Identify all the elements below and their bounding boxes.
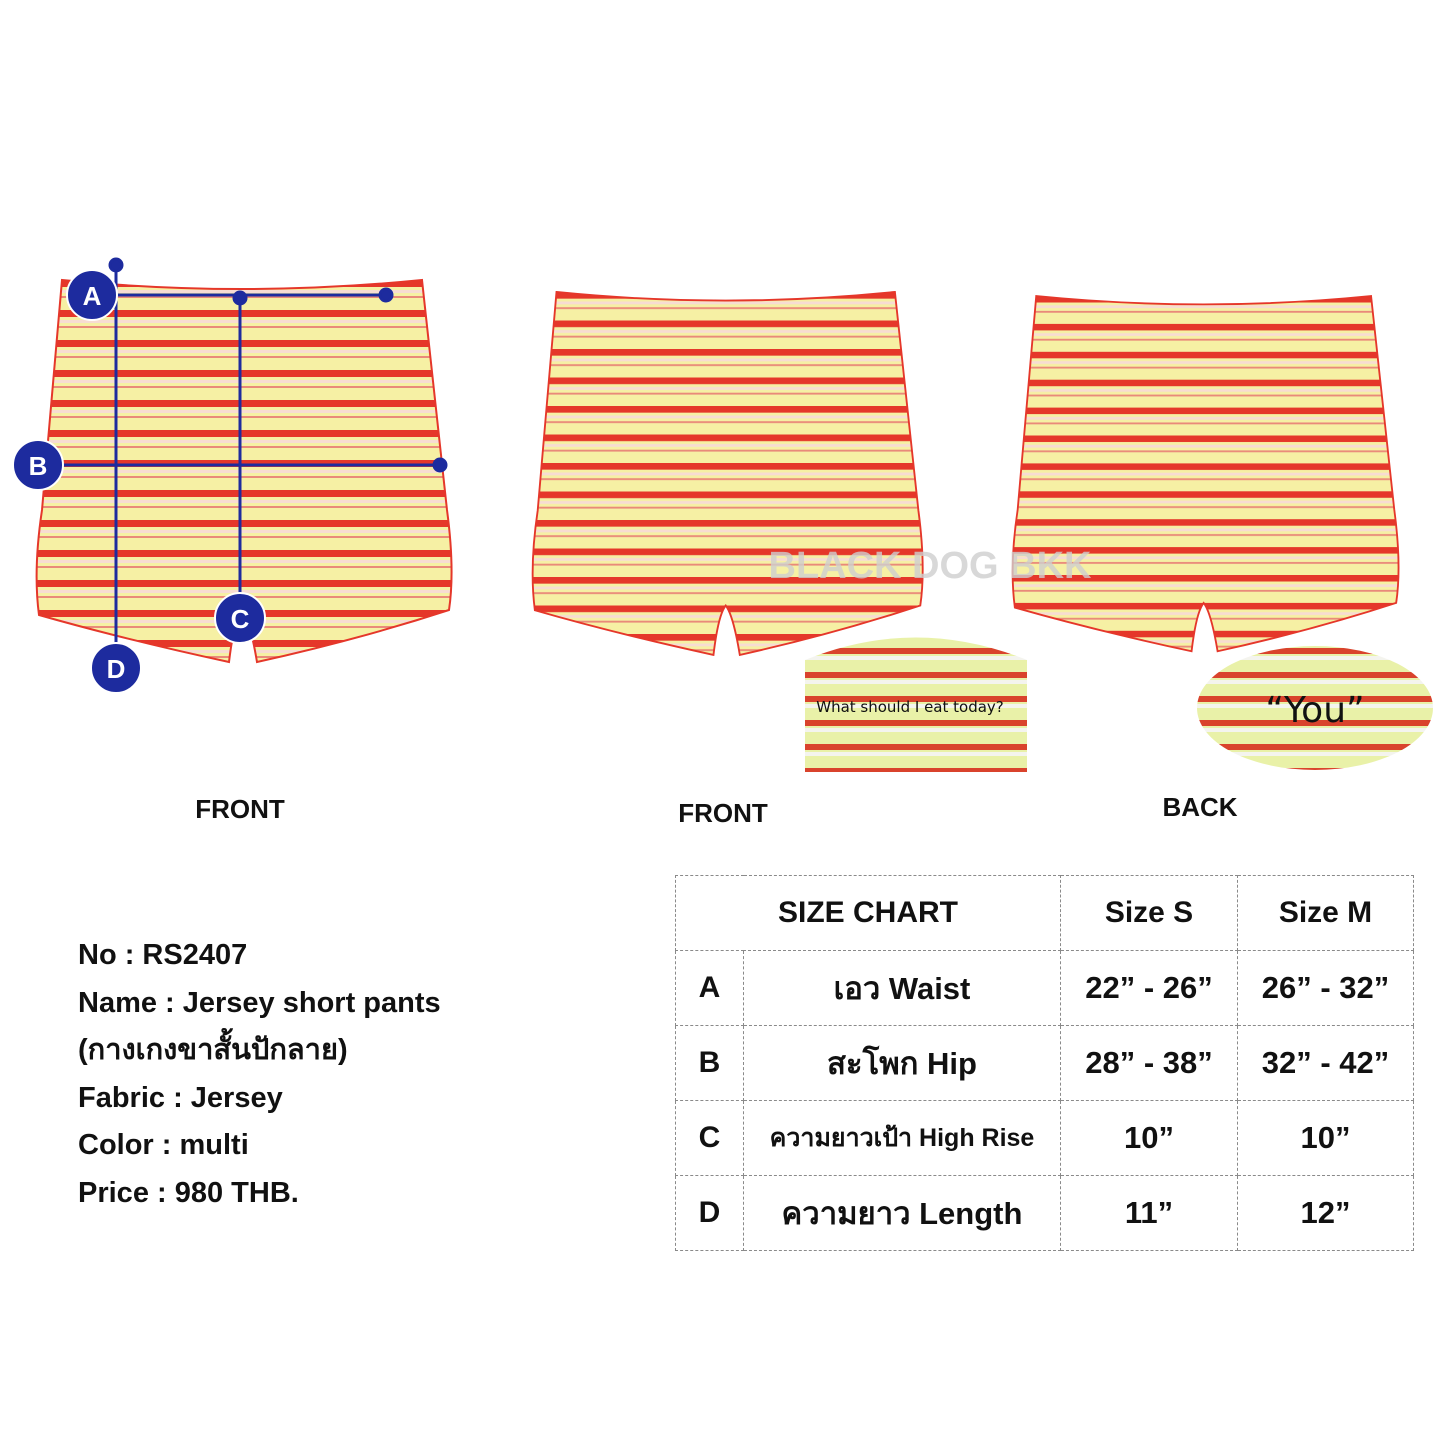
embroidery-text-back: “You”	[1265, 690, 1364, 731]
size-chart-title: SIZE CHART	[675, 875, 1061, 951]
size-s-value: 11”	[1060, 1175, 1238, 1251]
svg-text:D: D	[107, 654, 126, 684]
detail-back-embroidery: “You”	[1197, 646, 1433, 770]
size-m-value: 32” - 42”	[1237, 1025, 1414, 1101]
table-row: D ความยาว Length 11” 12”	[675, 1175, 1414, 1251]
marker-d: D	[90, 642, 142, 694]
product-color: Color : multi	[78, 1129, 249, 1161]
product-no: No : RS2407	[78, 939, 248, 971]
column-size-m: Size M	[1237, 875, 1414, 951]
label-back: BACK	[1162, 792, 1238, 822]
row-key: B	[675, 1025, 744, 1101]
watermark: BLACK DOG BKK	[769, 545, 1093, 587]
label-front-measured: FRONT	[195, 794, 285, 824]
label-front: FRONT	[678, 798, 768, 828]
row-key: D	[675, 1175, 744, 1251]
marker-c: C	[214, 592, 266, 644]
table-row: A เอว Waist 22” - 26” 26” - 32”	[675, 950, 1414, 1026]
size-s-value: 28” - 38”	[1060, 1025, 1238, 1101]
shorts-front	[531, 291, 924, 656]
table-row: C ความยาวเป้า High Rise 10” 10”	[675, 1100, 1414, 1176]
product-price: Price : 980 THB.	[78, 1176, 299, 1209]
svg-text:C: C	[231, 604, 250, 634]
size-s-value: 10”	[1060, 1100, 1238, 1176]
row-label: เอว Waist	[743, 950, 1061, 1026]
size-m-value: 12”	[1237, 1175, 1414, 1251]
product-fabric: Fabric : Jersey	[78, 1081, 283, 1114]
marker-a: A	[66, 269, 118, 321]
size-m-value: 10”	[1237, 1100, 1414, 1176]
product-name-thai: (กางเกงขาสั้นปักลาย)	[78, 1034, 348, 1066]
shorts-back	[1011, 295, 1400, 653]
svg-text:A: A	[83, 281, 102, 311]
row-label: สะโพก Hip	[743, 1025, 1061, 1101]
size-s-value: 22” - 26”	[1060, 950, 1238, 1026]
measurement-lines	[38, 257, 448, 668]
embroidery-text-front: What should I eat today?	[816, 698, 1004, 716]
row-label: ความยาวเป้า High Rise	[743, 1100, 1061, 1176]
row-key: A	[675, 950, 744, 1026]
detail-front-embroidery: What should I eat today?	[805, 637, 1027, 772]
marker-b: B	[12, 439, 64, 491]
svg-text:B: B	[29, 451, 48, 481]
column-size-s: Size S	[1060, 875, 1238, 951]
size-m-value: 26” - 32”	[1237, 950, 1414, 1026]
table-row: B สะโพก Hip 28” - 38” 32” - 42”	[675, 1025, 1414, 1101]
size-chart-table: SIZE CHART Size S Size M A เอว Waist 22”…	[675, 875, 1414, 1251]
table-header-row: SIZE CHART Size S Size M	[675, 875, 1414, 951]
product-info: No : RS2407 Name : Jersey short pants (ก…	[78, 932, 441, 1217]
row-label: ความยาว Length	[743, 1175, 1061, 1251]
product-name: Name : Jersey short pants	[78, 986, 441, 1019]
row-key: C	[675, 1100, 744, 1176]
